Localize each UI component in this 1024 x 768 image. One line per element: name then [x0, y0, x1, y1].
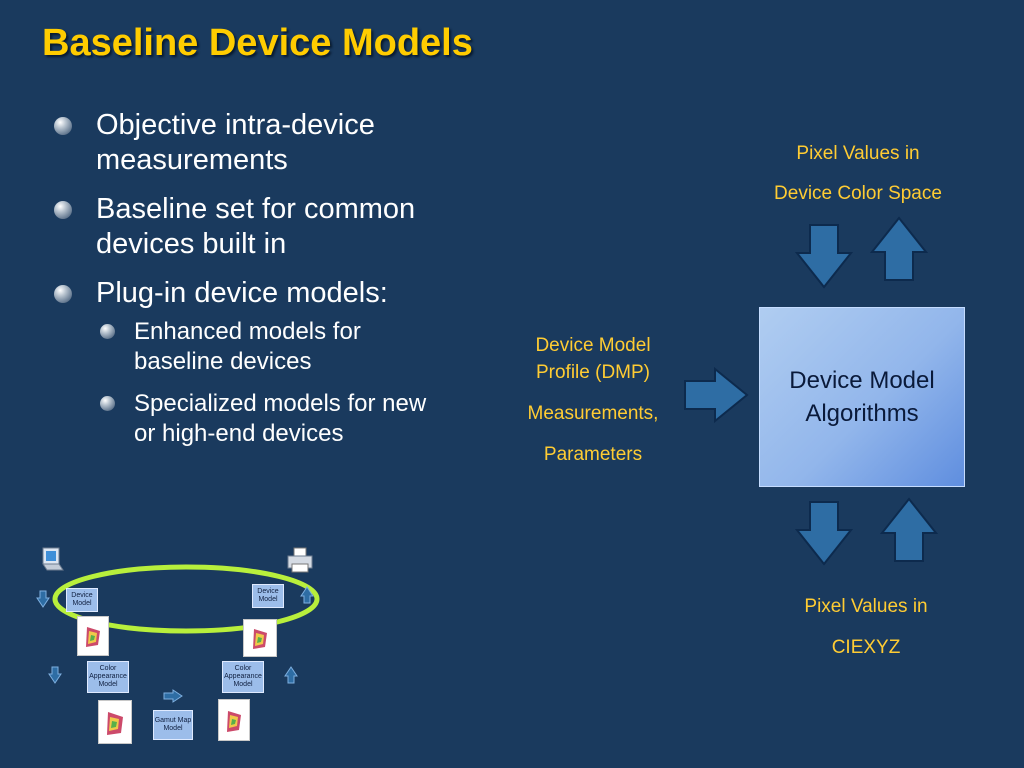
bullet-item: Objective intra-device measurements	[48, 108, 498, 178]
sub-bullet-text: baseline devices	[134, 348, 312, 375]
bullet-sphere-icon	[100, 396, 115, 411]
left-label-line: Profile (DMP)	[535, 362, 650, 383]
sub-bullet-text: Enhanced models for	[134, 318, 361, 345]
sub-bullet-text: or high-end devices	[134, 420, 344, 447]
gamut-plot-thumbnail	[98, 700, 132, 744]
bullet-sphere-icon	[54, 201, 72, 219]
color-appearance-model-box-label: Color Appearance Model	[224, 665, 262, 688]
arrow-down-icon	[48, 666, 62, 684]
bullet-item: Baseline set for common devices built in	[48, 192, 498, 262]
gamut-plot-thumbnail	[77, 616, 109, 656]
color-appearance-model-box: Color Appearance Model	[222, 661, 264, 693]
bullet-text: Baseline set for common	[96, 193, 416, 225]
device-model-box-label: Device Model	[71, 592, 93, 607]
top-label-line: Pixel Values in	[796, 143, 920, 164]
arrow-right-icon	[163, 689, 183, 703]
bullet-text: Plug-in device models:	[96, 277, 388, 309]
bullet-text: Objective intra-device	[96, 109, 375, 141]
sub-bullet-item: Enhanced models for baseline devices	[48, 317, 498, 377]
gamut-plot-thumbnail	[243, 619, 277, 657]
color-appearance-model-box: Color Appearance Model	[87, 661, 129, 693]
box-line: Device Model	[789, 367, 935, 394]
sub-bullet-item: Specialized models for new or high-end d…	[48, 389, 498, 449]
bullet-list: Objective intra-device measurements Base…	[48, 108, 498, 461]
bottom-label-line: Pixel Values in	[804, 596, 928, 617]
arrow-up-icon	[880, 497, 938, 562]
device-model-box: Device Model	[252, 584, 284, 608]
left-label: Device Model Profile (DMP) Measurements,…	[505, 332, 681, 468]
thumbnail-diagram: Device Model Device Model Color Appearan…	[30, 540, 330, 750]
color-appearance-model-box-label: Color Appearance Model	[89, 665, 127, 688]
device-model-algorithms-box: Device Model Algorithms	[759, 307, 965, 487]
bullet-item: Plug-in device models:	[48, 276, 498, 311]
top-label-line: Device Color Space	[774, 183, 942, 204]
device-model-box-label: Device Model	[257, 588, 279, 603]
arrow-right-icon	[684, 367, 749, 423]
left-label-line: Parameters	[543, 444, 643, 465]
left-label-line: Device Model	[535, 335, 651, 356]
monitor-icon	[42, 547, 64, 571]
printer-icon	[287, 547, 313, 573]
top-label: Pixel Values in Device Color Space	[748, 134, 968, 214]
arrow-up-icon	[284, 666, 298, 684]
arrow-down-icon	[795, 224, 853, 289]
gamut-map-model-box: Gamut Map Model	[153, 710, 193, 740]
gamut-plot-thumbnail	[218, 699, 250, 741]
slide-title: Baseline Device Models	[42, 22, 473, 64]
bullet-sphere-icon	[54, 285, 72, 303]
bottom-label: Pixel Values in CIEXYZ	[756, 586, 976, 668]
arrow-down-icon	[36, 590, 50, 608]
bullet-sphere-icon	[100, 324, 115, 339]
sub-bullet-text: Specialized models for new	[134, 390, 427, 417]
left-label-line: Measurements,	[527, 403, 659, 424]
arrow-up-icon	[870, 216, 928, 281]
device-model-box: Device Model	[66, 588, 98, 612]
bullet-text: devices built in	[96, 228, 287, 260]
box-line: Algorithms	[805, 400, 919, 427]
arrow-up-icon	[300, 586, 314, 604]
arrow-down-icon	[795, 501, 853, 566]
bullet-text: measurements	[96, 144, 288, 176]
highlight-ellipse	[52, 564, 320, 634]
gamut-map-model-box-label: Gamut Map Model	[154, 717, 192, 732]
bottom-label-line: CIEXYZ	[831, 637, 901, 658]
bullet-sphere-icon	[54, 117, 72, 135]
